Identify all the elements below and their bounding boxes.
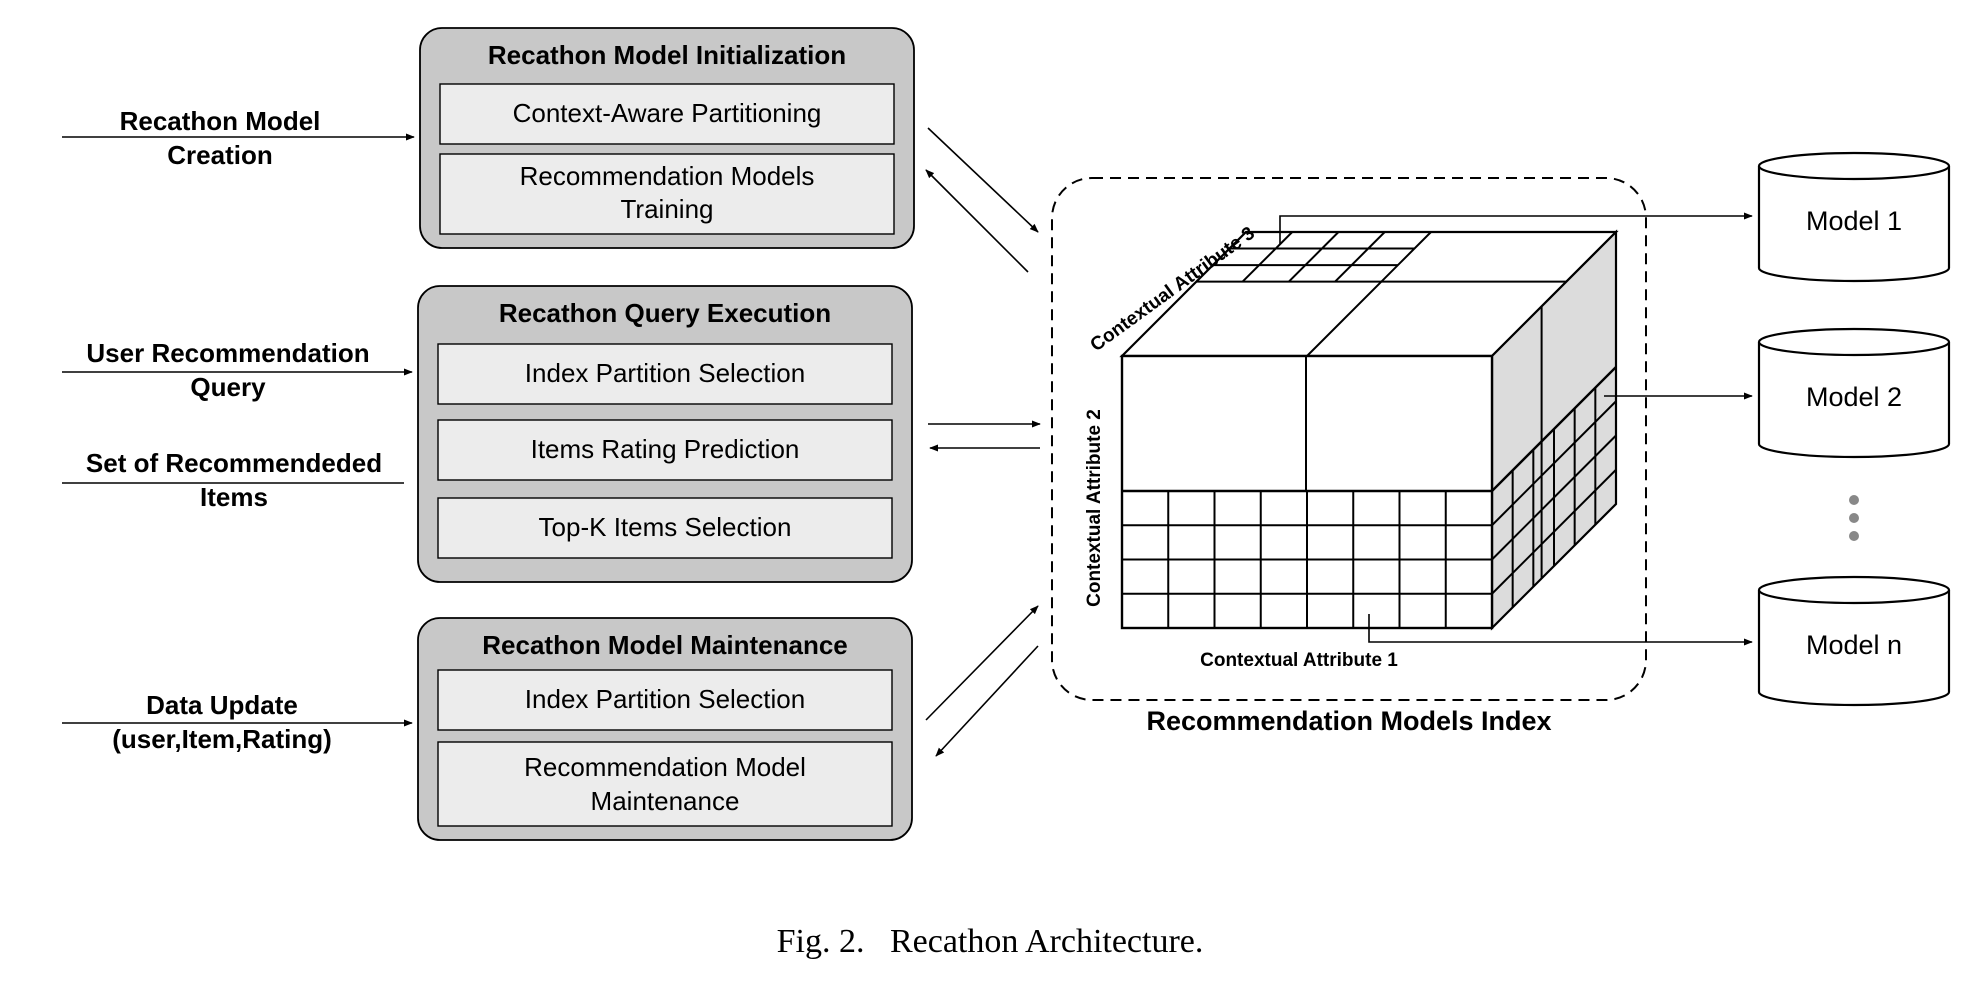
arrow-index-to-maintenance [935, 645, 1039, 757]
input-label-line2: Query [190, 372, 266, 402]
model-cylinder-top [1757, 575, 1951, 605]
index-dashed-boundary [1051, 177, 1647, 701]
model-label: Model 1 [1806, 206, 1902, 236]
cube-top-grid-v [1288, 231, 1340, 283]
arrow-initialization-to-index [927, 127, 1039, 233]
panel-model-initialization: Recathon Model Initialization Context-Aw… [419, 27, 915, 249]
panel-index-arrows [925, 127, 1041, 757]
input-recommendation-query: User Recommendation Query [62, 338, 413, 402]
step-label-training-line2: Training [621, 194, 714, 224]
axis-label-attribute-1: Contextual Attribute 1 [1200, 650, 1398, 671]
ellipsis-dot [1849, 513, 1859, 523]
model-cylinder: Model 2 [1757, 327, 1951, 459]
cube-top-split-depth [1306, 231, 1432, 357]
model-connectors [1279, 212, 1753, 646]
input-label-line2: Creation [167, 140, 272, 170]
step-box-partition-selection [437, 669, 893, 731]
step-label-topk-selection: Top-K Items Selection [539, 512, 792, 542]
input-model-creation: Recathon Model Creation [62, 106, 415, 170]
axis-label-attribute-2: Contextual Attribute 2 [1084, 409, 1105, 607]
step-box-partition-selection [437, 343, 893, 405]
step-box-training [439, 153, 895, 235]
model-label: Model 2 [1806, 382, 1902, 412]
output-label-line1: Set of Recommendeded [86, 448, 382, 478]
arrow-maintenance-to-index [925, 605, 1039, 721]
cube-side-grid-h [1491, 469, 1617, 595]
cube-side-grid-h [1491, 434, 1617, 561]
input-label-line2: (user,Item,Rating) [112, 724, 332, 754]
cube-top-grid-v [1334, 231, 1386, 283]
model-cylinder-top [1757, 327, 1951, 357]
step-label-partition-selection: Index Partition Selection [525, 358, 805, 388]
step-label-rating-prediction: Items Rating Prediction [531, 434, 800, 464]
panel-query-execution: Recathon Query Execution Index Partition… [417, 285, 913, 583]
cube-side-grid-h [1491, 400, 1617, 526]
step-box-partitioning [439, 83, 895, 145]
connector-to-model-n [1368, 614, 1753, 646]
model-cylinder-top [1757, 151, 1951, 181]
step-label-partition-selection: Index Partition Selection [525, 684, 805, 714]
panel-model-maintenance: Recathon Model Maintenance Index Partiti… [417, 617, 913, 841]
model-stores: Model 1 Model 2 Model n [1757, 151, 1951, 707]
step-box-topk-selection [437, 497, 893, 559]
cube-top-grid-v [1241, 231, 1293, 283]
ellipsis-dot [1849, 531, 1859, 541]
model-cylinder-body [1757, 342, 1951, 459]
input-label-line1: Recathon Model [120, 106, 321, 136]
panel-title: Recathon Model Initialization [488, 40, 846, 70]
input-label-line1: User Recommendation [86, 338, 369, 368]
connector-to-model-1 [1279, 212, 1753, 244]
panel-title: Recathon Query Execution [499, 298, 831, 328]
step-label-maintenance-line2: Maintenance [591, 786, 740, 816]
output-label-line2: Items [200, 482, 268, 512]
model-cylinder-body [1757, 590, 1951, 707]
ellipsis-dot [1849, 495, 1859, 505]
recommendation-models-index: Contextual Attribute 1 Contextual Attrib… [1051, 177, 1647, 736]
step-box-rating-prediction [437, 419, 893, 481]
model-cylinder-body [1757, 166, 1951, 283]
model-label: Model n [1806, 630, 1902, 660]
model-cylinder: Model 1 [1757, 151, 1951, 283]
arrow-index-to-initialization [925, 169, 1029, 273]
step-label-maintenance-line1: Recommendation Model [524, 752, 806, 782]
panel-title: Recathon Model Maintenance [482, 630, 848, 660]
index-cube [1119, 229, 1619, 631]
index-title: Recommendation Models Index [1146, 706, 1551, 736]
figure-caption: Fig. 2. Recathon Architecture. [777, 923, 1204, 960]
step-label-partitioning: Context-Aware Partitioning [513, 98, 822, 128]
step-box-model-maintenance [437, 741, 893, 827]
output-recommended-items: Set of Recommendeded Items [62, 448, 404, 512]
step-label-training-line1: Recommendation Models [520, 161, 815, 191]
input-data-update: Data Update (user,Item,Rating) [62, 690, 413, 754]
model-cylinder: Model n [1757, 575, 1951, 707]
input-label-line1: Data Update [146, 690, 298, 720]
